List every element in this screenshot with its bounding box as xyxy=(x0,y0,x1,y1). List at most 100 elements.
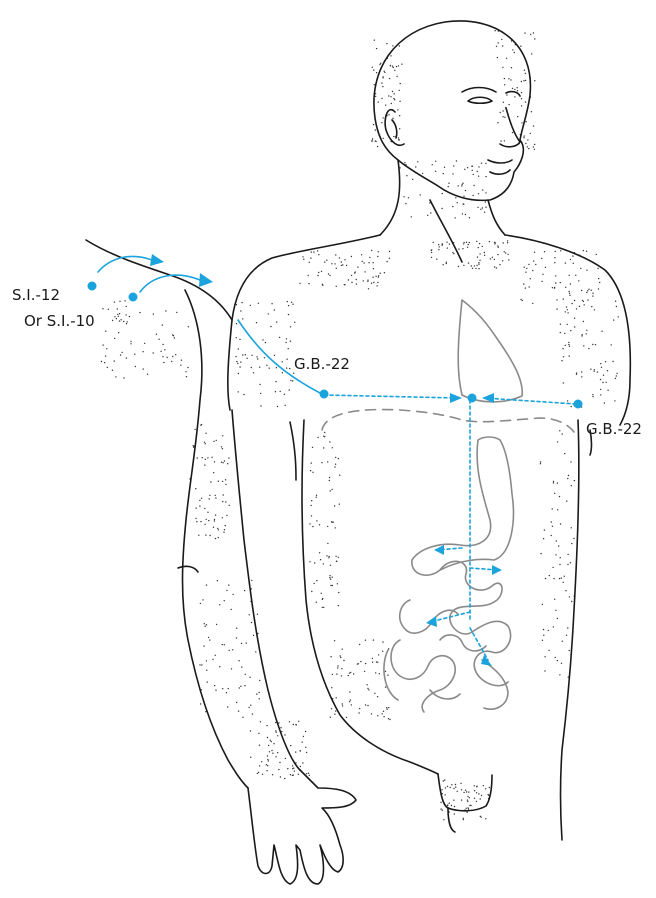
stipple-dot xyxy=(463,242,464,243)
stipple-dot xyxy=(474,785,475,786)
stipple-dot xyxy=(290,774,291,775)
stipple-dot xyxy=(129,316,130,317)
eye xyxy=(468,97,492,103)
stipple-dot xyxy=(120,354,121,355)
stipple-dot xyxy=(524,32,525,33)
stipple-dot xyxy=(616,375,617,376)
stipple-dot xyxy=(271,750,272,751)
stipple-dot xyxy=(469,797,470,798)
stipple-dot xyxy=(568,344,569,345)
stipple-dot xyxy=(386,707,387,708)
stipple-dot xyxy=(266,764,267,765)
stipple-dot xyxy=(379,64,380,65)
stipple-dot xyxy=(485,163,486,164)
stipple-dot xyxy=(565,590,566,591)
stipple-dot xyxy=(444,167,445,168)
nose xyxy=(500,108,520,147)
stipple-dot xyxy=(265,342,266,343)
stipple-dot xyxy=(382,651,383,652)
stipple-dot xyxy=(239,366,240,367)
stipple-dot xyxy=(371,140,372,141)
stipple-dot xyxy=(278,769,279,770)
stipple-dot xyxy=(477,207,478,208)
stipple-dot xyxy=(466,791,467,792)
stipple-dot xyxy=(560,282,561,283)
stipple-dot xyxy=(118,316,119,317)
stipple-dot xyxy=(576,372,577,373)
stipple-dot xyxy=(270,326,271,327)
stipple-dot xyxy=(598,288,599,289)
stipple-dot xyxy=(239,687,240,688)
stipple-dot xyxy=(377,146,378,147)
stipple-dot xyxy=(530,133,531,134)
stipple-dot xyxy=(614,400,615,401)
stipple-dot xyxy=(259,384,260,385)
stipple-dot xyxy=(455,197,456,198)
stipple-dot xyxy=(188,326,189,327)
stipple-dot xyxy=(250,730,251,731)
stipple-dot xyxy=(567,400,568,401)
stipple-dot xyxy=(200,603,201,604)
stipple-dot xyxy=(302,256,303,257)
stipple-dot xyxy=(160,351,161,352)
stipple-dot xyxy=(552,567,553,568)
stipple-dot xyxy=(272,753,273,754)
stipple-dot xyxy=(344,259,345,260)
stipple-dot xyxy=(499,264,500,265)
stipple-dot xyxy=(504,251,505,252)
stipple-dot xyxy=(461,799,462,800)
gb22-left-point xyxy=(320,390,329,399)
stipple-dot xyxy=(147,374,148,375)
stipple-dot xyxy=(523,80,524,81)
stipple-dot xyxy=(323,447,324,448)
stipple-dot xyxy=(249,677,250,678)
stipple-dot xyxy=(373,262,374,263)
stipple-dot xyxy=(364,671,365,672)
hand xyxy=(248,770,356,884)
stipple-dot xyxy=(559,564,560,565)
stipple-dot xyxy=(442,243,443,244)
stipple-dot xyxy=(543,629,544,630)
stipple-dot xyxy=(591,290,592,291)
si12-point xyxy=(88,282,97,291)
stipple-dot xyxy=(502,45,503,46)
stipple-dot xyxy=(477,171,478,172)
stipple-dot xyxy=(185,371,186,372)
stipple-dot xyxy=(580,268,581,269)
heart xyxy=(458,300,522,402)
stipple-dot xyxy=(454,813,455,814)
stipple-dot xyxy=(512,88,513,89)
stipple-dot xyxy=(398,65,399,66)
stipple-dot xyxy=(346,265,347,266)
stipple-dot xyxy=(272,774,273,775)
stipple-dot xyxy=(119,320,120,321)
stipple-dot xyxy=(205,534,206,535)
stipple-dot xyxy=(240,361,241,362)
stipple-dot xyxy=(485,207,486,208)
neck-right xyxy=(488,200,505,235)
stipple-dot xyxy=(308,283,309,284)
stipple-dot xyxy=(389,251,390,252)
stipple-dot xyxy=(392,118,393,119)
stipple-dot xyxy=(205,443,206,444)
stipple-dot xyxy=(474,798,475,799)
stipple-dot xyxy=(321,593,322,594)
stipple-dot xyxy=(240,686,241,687)
stipple-dot xyxy=(478,264,479,265)
stipple-dot xyxy=(525,287,526,288)
stipple-dot xyxy=(309,561,310,562)
stipple-dot xyxy=(211,457,212,458)
stipple-dot xyxy=(442,810,443,811)
stipple-dot xyxy=(569,346,570,347)
stipple-dot xyxy=(574,318,575,319)
stipple-dot xyxy=(484,252,485,253)
stipple-dot xyxy=(363,280,364,281)
stipple-dot xyxy=(112,370,113,371)
stipple-dot xyxy=(319,524,320,525)
stipple-dot xyxy=(534,252,535,253)
stipple-dot xyxy=(573,263,574,264)
stipple-dot xyxy=(225,501,226,502)
stipple-dot xyxy=(552,526,553,527)
stipple-dot xyxy=(209,498,210,499)
